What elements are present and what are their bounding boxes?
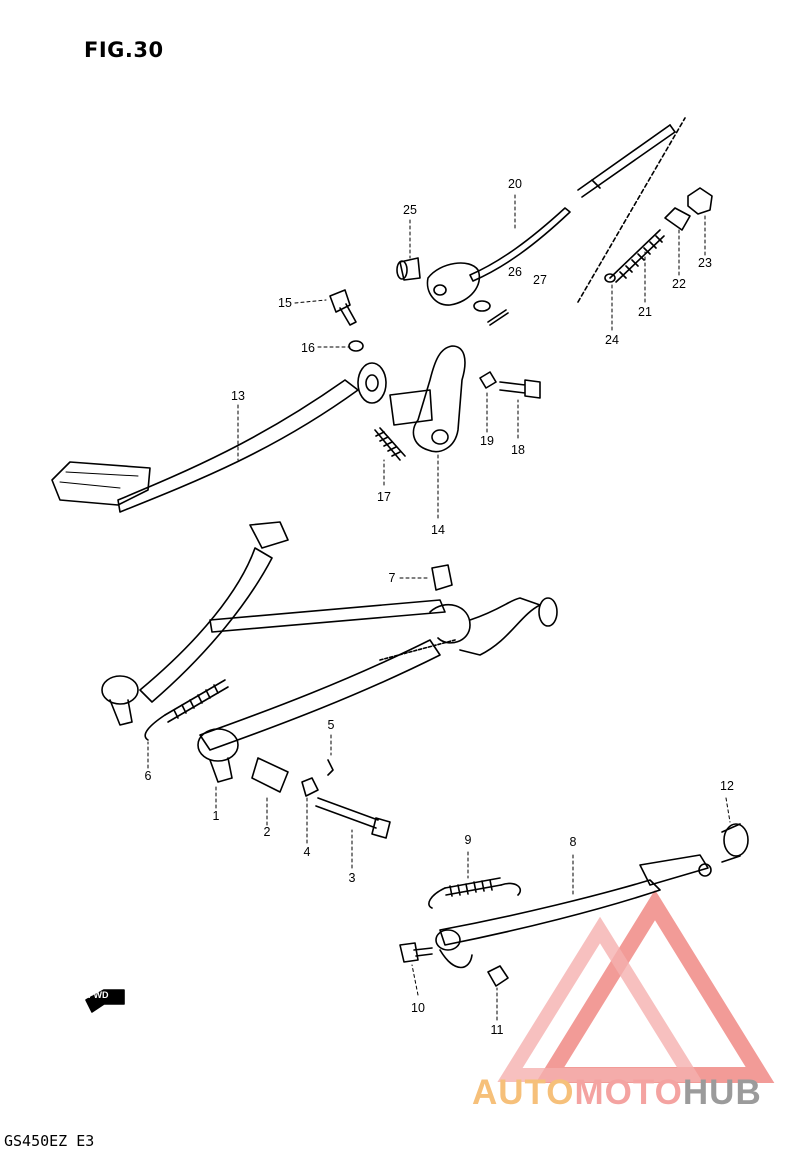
- callout-14: 14: [431, 523, 445, 537]
- watermark-text: AUTOMOTOHUB: [472, 1073, 762, 1113]
- cotter-pin-27: [487, 309, 509, 326]
- bolt-3: [315, 797, 391, 839]
- callout-1: 1: [212, 809, 220, 823]
- callout-25: 25: [403, 203, 417, 217]
- figure-title: FIG.30: [84, 38, 164, 62]
- callout-3: 3: [348, 871, 356, 885]
- spring-21: [604, 229, 665, 283]
- callout-11: 11: [490, 1023, 504, 1037]
- bush-12: [721, 823, 749, 863]
- bush-7: [431, 564, 453, 591]
- nut-19: [479, 371, 497, 389]
- washer-16: [348, 340, 364, 352]
- callout-8: 8: [569, 835, 577, 849]
- fwd-label: FWD: [88, 990, 109, 1000]
- callout-22: 22: [672, 277, 686, 291]
- callout-16: 16: [301, 341, 315, 355]
- spacer-2: [251, 757, 289, 793]
- nut-11: [487, 965, 509, 987]
- brake-arm: [389, 345, 466, 453]
- watermark-auto: AUTO: [472, 1073, 575, 1112]
- callout-27: 27: [533, 273, 547, 287]
- callout-17: 17: [377, 490, 391, 504]
- callout-18: 18: [511, 443, 525, 457]
- callout-10: 10: [411, 1001, 425, 1015]
- center-stand: [101, 521, 558, 783]
- nut-22: [664, 207, 691, 231]
- watermark-moto: MOTO: [574, 1073, 683, 1112]
- callout-4: 4: [303, 845, 311, 859]
- callout-7: 7: [388, 571, 396, 585]
- callout-12: 12: [720, 779, 734, 793]
- pin-25: [396, 257, 421, 281]
- spring-17: [374, 427, 406, 461]
- callout-21: 21: [638, 305, 652, 319]
- clip-5: [327, 759, 334, 776]
- callout-26: 26: [508, 265, 522, 279]
- spring-6: [144, 679, 229, 741]
- brake-rod: [469, 124, 676, 282]
- model-code: GS450EZ E3: [4, 1132, 95, 1150]
- bolt-18: [499, 379, 541, 399]
- callout-13: 13: [231, 389, 245, 403]
- leader-lines: [147, 194, 731, 1021]
- washer-26: [473, 300, 491, 312]
- spring-9: [428, 877, 522, 909]
- callout-23: 23: [698, 256, 712, 270]
- side-stand: [435, 854, 712, 969]
- callout-24: 24: [605, 333, 619, 347]
- nut-4: [301, 777, 319, 797]
- bolt-10: [399, 942, 433, 963]
- callout-2: 2: [263, 825, 271, 839]
- callout-9: 9: [464, 833, 472, 847]
- callout-6: 6: [144, 769, 152, 783]
- rod-joint: [426, 262, 481, 306]
- callout-20: 20: [508, 177, 522, 191]
- brake-pedal: [51, 362, 387, 513]
- callout-5: 5: [327, 718, 335, 732]
- bolt-15: [329, 289, 357, 326]
- watermark-hub: HUB: [682, 1073, 762, 1112]
- watermark-logo: [497, 889, 775, 1083]
- callout-15: 15: [278, 296, 292, 310]
- nut-23: [687, 187, 713, 215]
- callout-19: 19: [480, 434, 494, 448]
- fwd-arrow-icon: [85, 989, 125, 1013]
